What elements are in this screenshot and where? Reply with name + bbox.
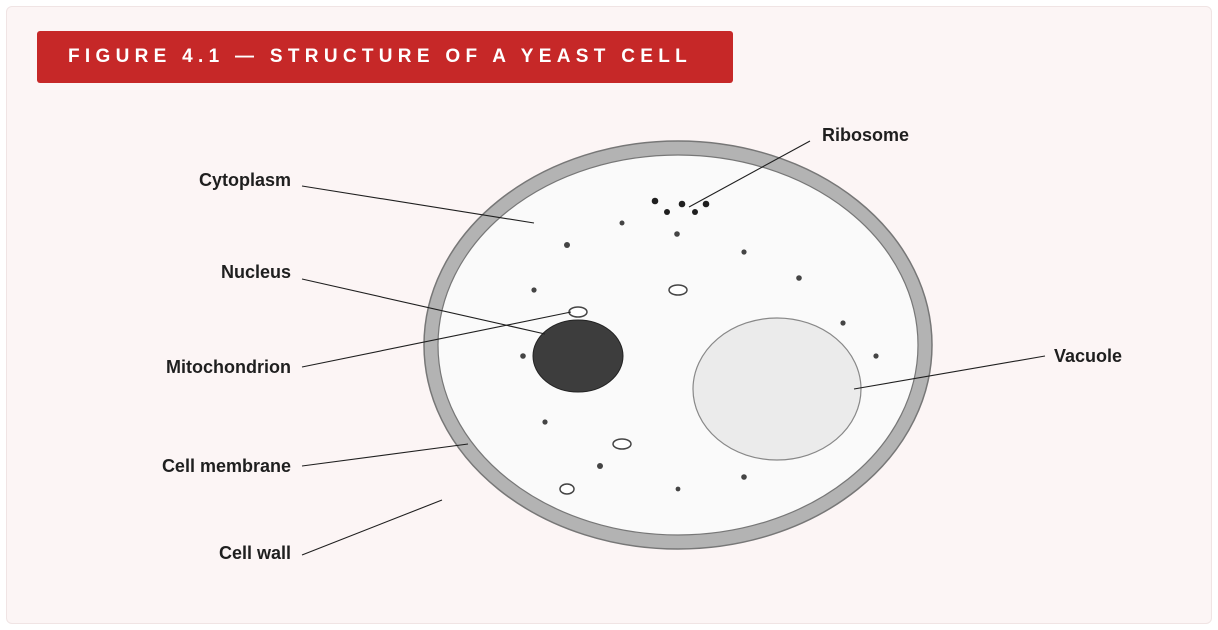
cell-wall-label: Cell wall (219, 543, 291, 563)
ribosome-label: Ribosome (822, 125, 909, 145)
vacuole (693, 318, 861, 460)
cell-wall-leader-line (302, 500, 442, 555)
granule (564, 242, 570, 248)
ribosome (679, 201, 686, 208)
ribosome (703, 201, 710, 208)
mitochondrion-label: Mitochondrion (166, 357, 291, 377)
ribosome (692, 209, 698, 215)
mitochondrion (569, 307, 587, 317)
granule (520, 353, 526, 359)
granule (796, 275, 802, 281)
cytoplasm-label: Cytoplasm (199, 170, 291, 190)
cell-membrane (438, 155, 918, 535)
cell-membrane-label: Cell membrane (162, 456, 291, 476)
ribosome (664, 209, 670, 215)
granule (542, 419, 547, 424)
vacuole-label: Vacuole (1054, 346, 1122, 366)
nucleus (533, 320, 623, 392)
cell-membrane-leader-line (302, 444, 468, 466)
granule (597, 463, 603, 469)
granule (741, 474, 747, 480)
granule (873, 353, 878, 358)
mitochondrion (669, 285, 687, 295)
mitochondrion (560, 484, 574, 494)
granule (840, 320, 845, 325)
ribosome (652, 198, 659, 205)
granule (676, 487, 681, 492)
granule (674, 231, 680, 237)
mitochondrion (613, 439, 631, 449)
granule (531, 287, 536, 292)
nucleus-label: Nucleus (221, 262, 291, 282)
granule (620, 221, 625, 226)
granule (741, 249, 746, 254)
